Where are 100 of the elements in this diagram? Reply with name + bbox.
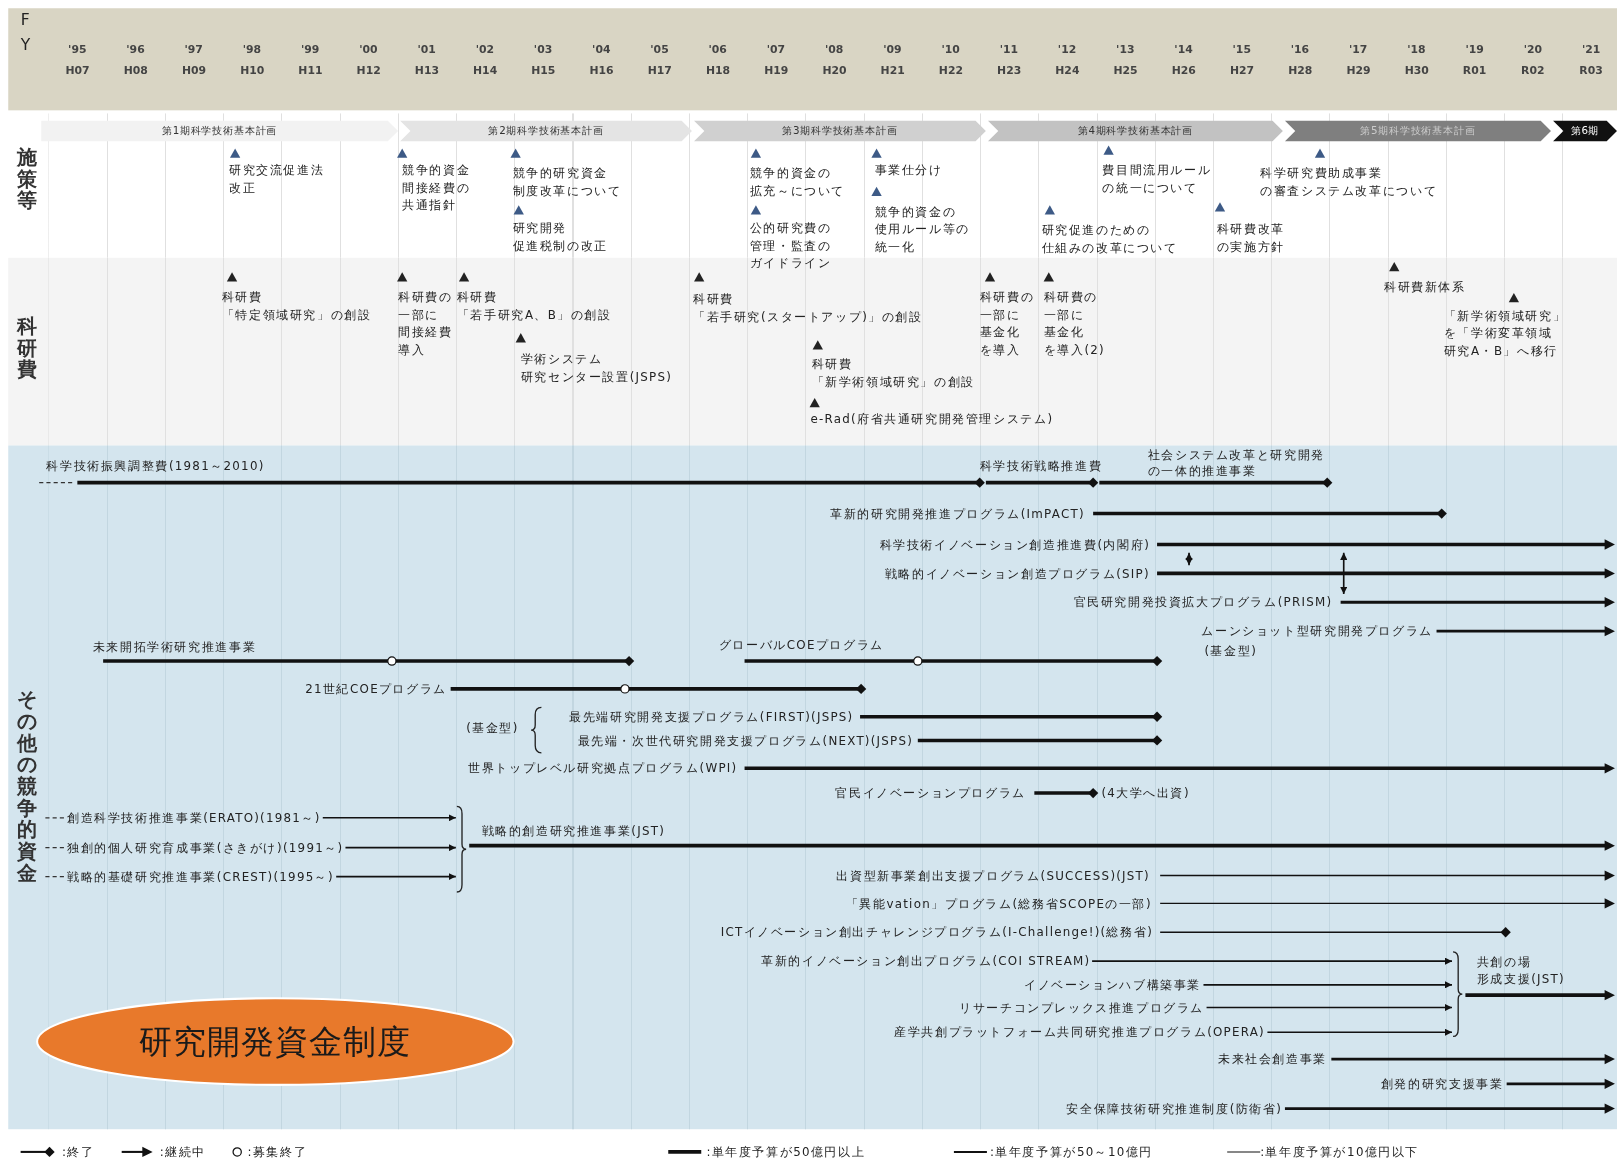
program-name: 創発的研究支援事業 [1380, 1075, 1504, 1093]
event-text: 科研費「特定領域研究」の創設 [221, 288, 372, 324]
year-label: '10 [941, 41, 960, 57]
era-label: H24 [1055, 62, 1080, 79]
connector-arrow [1091, 957, 1453, 965]
event-text: 科研費の一部に基金化を導入(2) [1043, 288, 1105, 359]
program-name: 出資型新事業創出支援プログラム(SUCCESS)(JST) [836, 867, 1150, 884]
year-label: '20 [1523, 41, 1543, 57]
event-text: 科研費改革の実施方針 [1216, 220, 1285, 256]
program-name: 未来社会創造事業 [1217, 1050, 1327, 1068]
group-label: (基金型) [466, 719, 519, 738]
era-label: H09 [181, 62, 207, 79]
year-label: '12 [1057, 41, 1077, 57]
year-label: '95 [68, 41, 87, 57]
legend-text: :単年度予算が50億円以上 [706, 1143, 866, 1161]
year-label: '02 [475, 41, 494, 57]
legend-text: :単年度予算が10億円以下 [1260, 1143, 1420, 1161]
plan-label: 第2期科学技術基本計画 [488, 123, 604, 139]
connector-arrow [321, 814, 457, 822]
era-label: H26 [1171, 62, 1196, 79]
axis-label: F [20, 10, 31, 29]
era-label: H10 [240, 62, 265, 79]
era-label: H21 [880, 62, 905, 79]
era-label: R03 [1579, 62, 1603, 79]
event-text: 科研費「若手研究A、B」の創設 [456, 288, 612, 324]
program-name: 社会システム改革と研究開発の一体的推進事業 [1147, 446, 1325, 480]
year-label: '99 [300, 41, 320, 57]
year-label: '05 [650, 41, 669, 57]
legend-text: :単年度予算が50～10億円 [990, 1143, 1153, 1161]
program-name: 共創の場形成支援(JST) [1476, 953, 1565, 987]
program-name: イノベーションハブ構築事業 [1024, 976, 1201, 994]
year-label: '98 [242, 41, 262, 57]
event-text: 科研費「若手研究(スタートアップ)」の創設 [693, 290, 923, 326]
program-name: 「異能vation」プログラム(総務省SCOPEの一部) [845, 895, 1152, 912]
year-label: '17 [1349, 41, 1368, 57]
event-text: 公的研究費の管理・監査のガイドライン [749, 219, 832, 273]
connector-arrow [1185, 551, 1193, 566]
program-name: 戦略的基礎研究推進事業(CREST)(1995～) [67, 868, 334, 885]
year-label: '21 [1581, 41, 1601, 57]
year-label: '19 [1465, 41, 1484, 57]
program-name: グローバルCOEプログラム [718, 636, 884, 653]
year-label: '08 [824, 41, 844, 57]
title-text: 研究開発資金制度 [139, 1020, 412, 1063]
event-text: 競争的資金間接経費の共通指針 [402, 161, 471, 215]
plan-label: 第3期科学技術基本計画 [782, 123, 898, 139]
year-label: '97 [184, 41, 203, 57]
event-text: 研究開発促進税制の改正 [512, 219, 608, 255]
era-label: H27 [1229, 62, 1255, 79]
era-label: H19 [764, 62, 789, 79]
connector-arrow [1266, 1028, 1453, 1036]
year-label: '09 [883, 41, 902, 57]
event-text: 科学研究費助成事業の審査システム改革について [1260, 165, 1438, 200]
plan-label: 第1期科学技術基本計画 [161, 123, 278, 139]
plan-label: 第4期科学技術基本計画 [1077, 123, 1194, 139]
year-label: '01 [417, 41, 436, 57]
year-label: '11 [999, 41, 1019, 57]
event-text: e-Rad(府省共通研究開発管理システム) [810, 410, 1054, 428]
year-label: '00 [359, 41, 378, 57]
year-label: '15 [1232, 41, 1251, 57]
event-text: 科研費新体系 [1383, 278, 1466, 296]
program-name: 最先端・次世代研究開発支援プログラム(NEXT)(JSPS) [577, 732, 914, 749]
event-text: 科研費の一部に間接経費導入 [398, 288, 453, 359]
era-label: H18 [705, 62, 731, 79]
era-label: H15 [531, 62, 556, 79]
era-label: H14 [473, 62, 498, 79]
row-heading: その他の競争的資金 [16, 688, 37, 884]
era-label: H25 [1113, 62, 1138, 79]
program-name: 産学共創プラットフォーム共同研究推進プログラム(OPERA) [894, 1024, 1265, 1041]
program-name: 科学技術振興調整費(1981～2010) [46, 457, 265, 475]
year-label: '14 [1174, 41, 1193, 57]
year-label: '06 [708, 41, 727, 57]
era-label: H23 [997, 62, 1022, 79]
connector-arrow [344, 844, 457, 852]
event-text: 「新学術領域研究」を「学術変革領域研究A・B」へ移行 [1443, 307, 1567, 360]
era-label: H07 [65, 62, 90, 79]
program-name: 官民研究開発投資拡大プログラム(PRISM) [1073, 594, 1333, 611]
program-name: 最先端研究開発支援プログラム(FIRST)(JSPS) [569, 708, 854, 725]
program-name: 革新的イノベーション創出プログラム(COI STREAM) [761, 952, 1091, 970]
plan-label: 第6期 [1570, 123, 1600, 139]
row-heading: 科研費 [16, 315, 37, 381]
program-name: 戦略的イノベーション創造プログラム(SIP) [884, 565, 1150, 582]
event-text: 研究交流促進法改正 [228, 161, 325, 197]
event-text: 競争的資金の使用ルール等の統一化 [874, 203, 970, 256]
program-name: 21世紀COEプログラム [305, 680, 447, 698]
year-label: '03 [533, 41, 553, 57]
era-label: H16 [589, 62, 614, 79]
era-label: H17 [647, 62, 672, 79]
program-name: ムーンショット型研究開発プログラム [1201, 622, 1433, 640]
event-text: 学術システム研究センター設置(JSPS) [520, 350, 673, 386]
program-name: 創造科学技術推進事業(ERATO)(1981～) [67, 809, 321, 827]
program-name: 革新的研究開発推進プログラム(ImPACT) [830, 505, 1085, 522]
era-label: H22 [938, 62, 963, 79]
event-text: 競争的研究資金制度改革について [512, 165, 622, 200]
event-text: 研究促進のための仕組みの改革について [1041, 221, 1178, 257]
era-label: H20 [822, 62, 847, 79]
program-name: 官民イノベーションプログラム [835, 784, 1026, 802]
program-name: ICTイノベーション創出チャレンジプログラム(I-Challenge!)(総務省) [720, 924, 1154, 941]
program-name: 未来開拓学術研究推進事業 [92, 638, 257, 655]
event-text: 費目間流用ルールの統一について [1102, 161, 1212, 197]
year-label: '13 [1116, 41, 1135, 57]
